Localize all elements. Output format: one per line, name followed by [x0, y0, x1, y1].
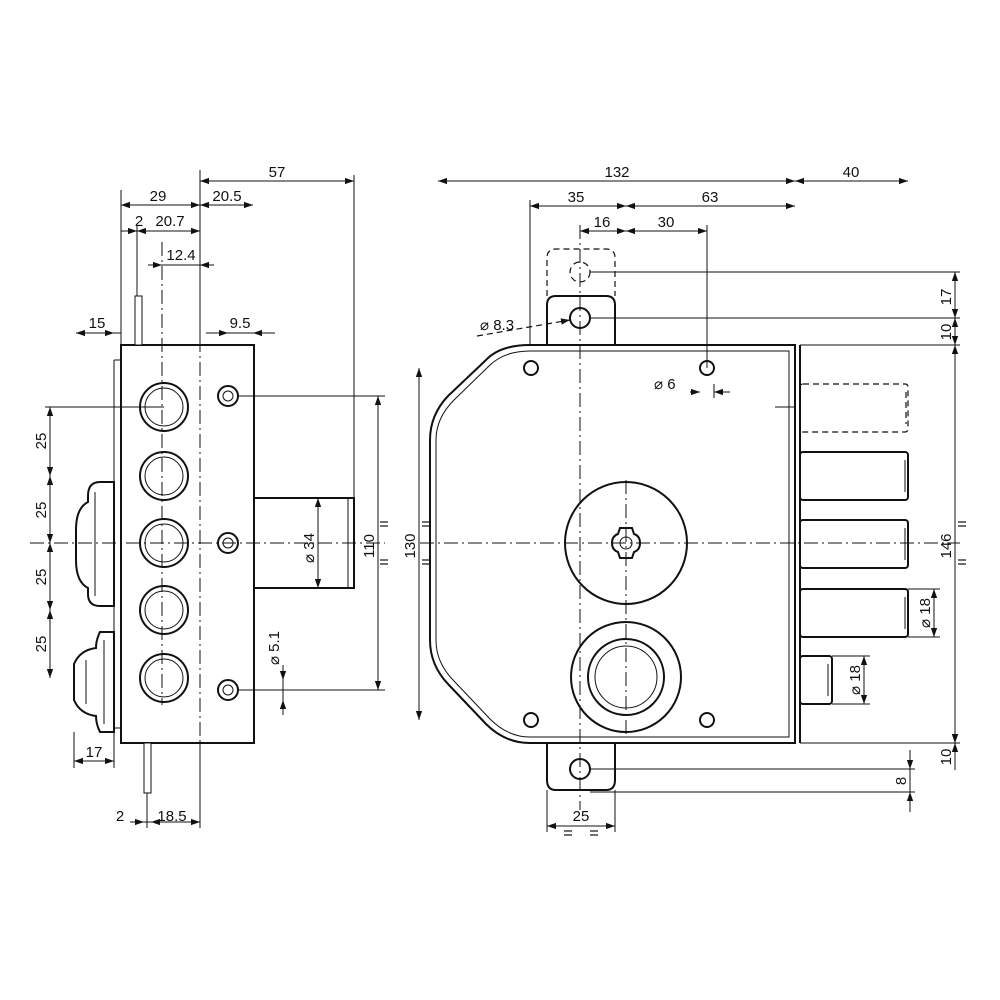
- dim-dia-34-label: ⌀ 34: [301, 533, 318, 563]
- dim-146-label: 146: [938, 533, 955, 558]
- dim-110-label: 110: [361, 534, 378, 558]
- dim-8-label: 8: [893, 777, 910, 785]
- dim-10-top-label: 10: [938, 324, 955, 341]
- dim-16-label: 16: [594, 214, 611, 231]
- dim-10-bottom-label: 10: [938, 749, 955, 766]
- dim-dia-6-label: ⌀ 6: [654, 376, 676, 393]
- side-tab-top: [134, 295, 143, 346]
- dim-12-4-label: 12.4: [166, 247, 195, 264]
- dim-25-d-label: 25: [33, 636, 50, 653]
- dim-130-label: 130: [402, 533, 419, 558]
- dim-17-label: 17: [86, 744, 103, 761]
- dim-2-top-label: 2: [135, 213, 143, 230]
- dim-29-label: 29: [150, 188, 167, 205]
- dim-20-7-label: 20.7: [155, 213, 184, 230]
- dim-dia-8-3-label: ⌀ 8.3: [480, 317, 514, 334]
- dim-25-c-label: 25: [33, 569, 50, 586]
- side-view: 57 29 20.5 2 20.7 12.4 15 9.5 25 25 25 2: [30, 164, 389, 828]
- front-bottom-lug: [546, 743, 616, 791]
- dim-25-b-label: 25: [33, 502, 50, 519]
- dim-dia-18-b-label: ⌀ 18: [847, 665, 864, 695]
- dim-20-5-label: 20.5: [212, 188, 241, 205]
- dim-35-label: 35: [568, 189, 585, 206]
- side-bolt-holes: [139, 382, 189, 703]
- side-tab-bottom: [143, 742, 152, 794]
- dim-30-label: 30: [658, 214, 675, 231]
- dim-2-bottom-label: 2: [116, 808, 124, 825]
- dim-132-label: 132: [604, 164, 629, 181]
- dim-40-label: 40: [843, 164, 860, 181]
- side-lower-knob: [73, 631, 115, 733]
- dim-63-label: 63: [702, 189, 719, 206]
- dim-15-label: 15: [89, 315, 106, 332]
- dim-57-label: 57: [269, 164, 286, 181]
- front-bolts: [799, 383, 909, 705]
- front-view: 132 40 35 63 16 30 ⌀ 8.3 ⌀ 6 17 10 130: [402, 164, 967, 836]
- dim-17-right-label: 17: [938, 289, 955, 306]
- dim-dia-5-1-label: ⌀ 5.1: [266, 631, 283, 665]
- front-top-lug: [546, 295, 616, 345]
- dim-dia-18-a-label: ⌀ 18: [917, 598, 934, 628]
- dim-25-a-label: 25: [33, 433, 50, 450]
- dim-9-5-label: 9.5: [230, 315, 251, 332]
- dim-25-bottom-label: 25: [573, 808, 590, 825]
- dim-18-5-label: 18.5: [157, 808, 186, 825]
